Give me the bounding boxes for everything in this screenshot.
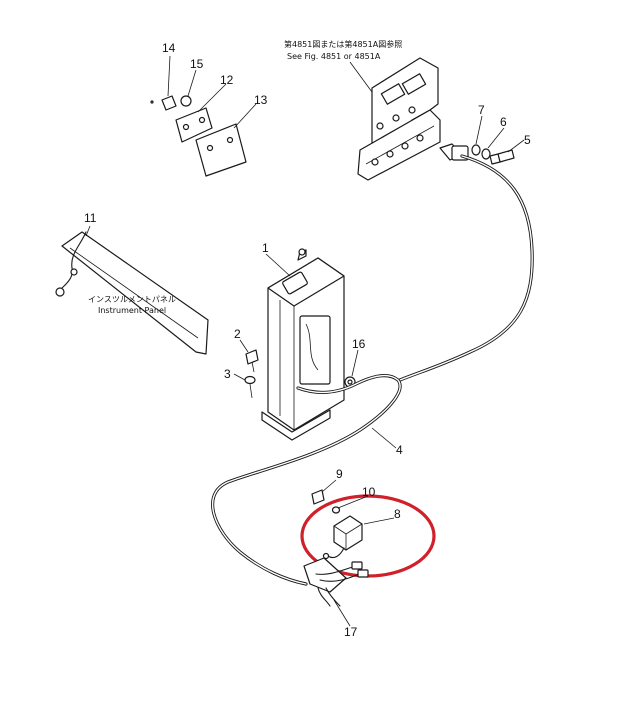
mounting-bracket bbox=[357, 57, 441, 181]
callout-4: 4 bbox=[396, 443, 403, 457]
bolt-5 bbox=[489, 149, 515, 165]
cable-4 bbox=[211, 154, 534, 586]
callout-2: 2 bbox=[234, 327, 241, 341]
callout-14: 14 bbox=[162, 41, 176, 55]
washer-3-axis bbox=[249, 383, 253, 399]
relay-8 bbox=[322, 515, 363, 560]
reference-note-en: See Fig. 4851 or 4851A bbox=[287, 52, 381, 61]
callout-8: 8 bbox=[394, 507, 401, 521]
harness-17 bbox=[303, 557, 369, 607]
callout-11: 11 bbox=[84, 211, 97, 225]
callout-1: 1 bbox=[262, 241, 269, 255]
plate-12 bbox=[175, 107, 213, 143]
callout-3: 3 bbox=[224, 367, 231, 381]
washer-3 bbox=[244, 375, 256, 385]
callout-16: 16 bbox=[352, 337, 366, 351]
callout-7: 7 bbox=[478, 103, 485, 117]
callout-12: 12 bbox=[220, 73, 234, 87]
callout-5: 5 bbox=[524, 133, 531, 147]
instrument-panel bbox=[61, 231, 209, 355]
panel-wire-harness-11 bbox=[55, 231, 87, 297]
reference-note-jp: 第4851図または第4851A図参照 bbox=[284, 39, 402, 49]
panel-label-en: Instrument Panel bbox=[98, 306, 166, 315]
console-box-1 bbox=[261, 248, 345, 441]
callout-10: 10 bbox=[362, 485, 376, 499]
callout-15: 15 bbox=[190, 57, 204, 71]
bolt-2 bbox=[245, 349, 259, 373]
callout-13: 13 bbox=[254, 93, 268, 107]
reference-leader bbox=[349, 61, 373, 93]
washer-7 bbox=[471, 144, 481, 156]
washer-15 bbox=[180, 95, 192, 107]
washer-10 bbox=[331, 506, 341, 514]
panel-label-jp: インスツルメントパネル bbox=[88, 295, 176, 304]
washer-6 bbox=[481, 148, 491, 160]
callout-6: 6 bbox=[500, 115, 507, 129]
bolt-9 bbox=[311, 489, 325, 505]
leader-lines bbox=[85, 55, 525, 627]
plate-13 bbox=[195, 123, 247, 177]
callout-9: 9 bbox=[336, 467, 343, 481]
bolt-14 bbox=[150, 95, 177, 111]
callout-17: 17 bbox=[344, 625, 358, 639]
